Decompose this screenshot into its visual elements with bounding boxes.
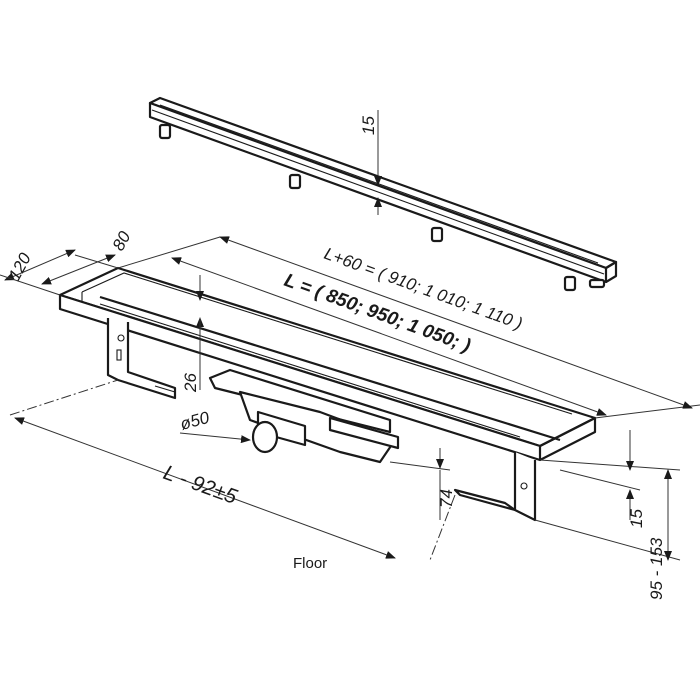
cutout-length-label: L - 92±5 xyxy=(160,461,240,509)
grate-height-label: 15 xyxy=(359,116,378,135)
tile-thickness-label: 15 xyxy=(627,509,646,528)
floor-label: Floor xyxy=(293,555,327,572)
grate-clip xyxy=(430,226,444,243)
inner-width-label: 80 xyxy=(109,228,135,254)
install-height-label: 95 - 153 xyxy=(647,537,666,600)
outlet-height-label: 74 xyxy=(437,489,456,508)
outer-width-label: 120 xyxy=(5,249,35,283)
grate-height-dimension: 15 xyxy=(359,110,382,215)
outlet-diameter-label: ø50 xyxy=(178,408,212,434)
height-dimensions: 74 15 95 - 153 xyxy=(389,430,681,600)
grate-clip xyxy=(158,123,172,140)
outlet-diameter-dimension: ø50 xyxy=(178,408,251,444)
depth-label: 26 xyxy=(181,373,200,393)
grate-drawing xyxy=(148,96,618,292)
depth-dimension: 26 xyxy=(181,275,204,393)
grate-clip xyxy=(563,275,577,292)
grate-clip xyxy=(288,173,302,190)
